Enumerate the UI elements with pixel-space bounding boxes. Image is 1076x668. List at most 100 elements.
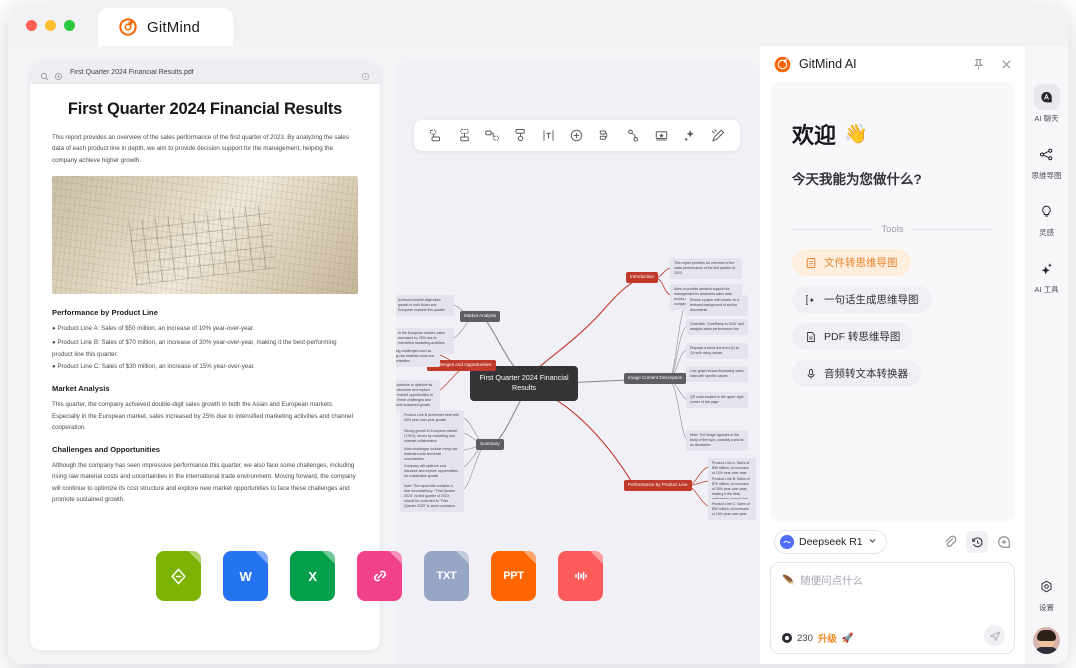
sidebar-label: AI 聊天	[1034, 114, 1059, 123]
bullet-text: Product Line B: Sales of $70 million, an…	[52, 338, 337, 358]
tool-button-file-to-mindmap[interactable]: 文件转思维导图	[792, 249, 911, 276]
document-to-mindmap-icon	[805, 257, 817, 269]
sidebar-label: 灵感	[1039, 228, 1054, 237]
mindmap-canvas[interactable]: First Quarter 2024 Financial Results Int…	[396, 62, 760, 664]
close-window-button[interactable]	[26, 20, 37, 31]
chat-input-placeholder: 🪶 随便问点什么	[782, 573, 1003, 588]
model-selector[interactable]: Deepseek R1	[774, 530, 887, 554]
history-clock-icon[interactable]	[966, 531, 988, 553]
close-icon[interactable]	[1000, 58, 1013, 71]
ai-sparkle-icon[interactable]	[682, 128, 697, 143]
insert-subtopic-icon[interactable]	[485, 128, 500, 143]
mindmap-leaf-node[interactable]: Line graph shows fluctuating sales data …	[686, 366, 748, 383]
page-title: First Quarter 2024 Financial Results	[67, 100, 343, 118]
mindmap-icon	[1039, 147, 1054, 162]
model-name: Deepseek R1	[799, 536, 863, 548]
mindmap-leaf-node[interactable]: Shows a paper with charts on a textured …	[686, 295, 748, 317]
upgrade-button[interactable]: 升级	[817, 634, 837, 645]
mindmap-root-node[interactable]: First Quarter 2024 Financial Results	[470, 366, 578, 401]
browser-tab-gitmind[interactable]: GitMind	[98, 8, 233, 46]
maximize-window-button[interactable]	[64, 20, 75, 31]
chat-input-area[interactable]: 🪶 随便问点什么 230 升级 🚀	[770, 562, 1015, 654]
mindmap-leaf-node[interactable]: Will continue to optimize its cost struc…	[396, 380, 440, 412]
mindmap-leaf-node[interactable]: Strong growth in European market (+25%),…	[400, 426, 464, 448]
mindmap-branch-image-content[interactable]: Image Content Description	[624, 373, 687, 384]
file-label: X	[308, 568, 317, 584]
mindmap-branch-introduction[interactable]: Introduction	[626, 272, 659, 283]
epub-file-icon[interactable]	[156, 551, 201, 601]
tool-button-text-to-mindmap[interactable]: 一句话生成思维导图	[792, 286, 932, 313]
tool-button-pdf-to-mindmap[interactable]: PDF 转思维导图	[792, 323, 914, 350]
more-options-icon[interactable]	[361, 68, 370, 81]
mindmap-leaf-node[interactable]: Company will optimize cost structure and…	[400, 461, 464, 483]
insert-relation-icon[interactable]	[513, 128, 528, 143]
ai-chat-icon	[1039, 90, 1054, 105]
ai-tools-sparkle-icon	[1039, 261, 1054, 276]
audio-to-text-icon	[805, 368, 817, 380]
mindmap-leaf-node[interactable]: Achieved double-digit sales growth in bo…	[396, 295, 454, 317]
settings-icon[interactable]	[54, 68, 63, 80]
welcome-text: 欢迎	[792, 123, 837, 148]
mindmap-leaf-node[interactable]: Product Line B performed best with 30% y…	[400, 410, 464, 427]
pin-icon[interactable]	[972, 58, 985, 71]
insert-text-icon[interactable]	[541, 128, 556, 143]
user-avatar[interactable]	[1033, 627, 1060, 654]
sidebar-label: AI 工具	[1034, 285, 1059, 294]
mindmap-branch-challenges[interactable]: Challenges and Opportunities	[427, 360, 496, 371]
summary-icon[interactable]	[598, 128, 613, 143]
mindmap-leaf-node[interactable]: Note: The report title contains a time i…	[400, 481, 464, 513]
mindmap-branch-market-analysis[interactable]: Market Analysis	[460, 311, 501, 322]
bullet-text: Product Line C: Sales of $30 million, an…	[57, 363, 256, 371]
txt-file-icon[interactable]: TXT	[424, 551, 469, 601]
send-message-button[interactable]	[984, 625, 1005, 646]
mindmap-branch-performance[interactable]: Performance by Product Line	[624, 480, 692, 491]
image-node-icon[interactable]	[654, 128, 669, 143]
minimize-window-button[interactable]	[45, 20, 56, 31]
tool-button-audio-to-text[interactable]: 音频转文本转换器	[792, 360, 921, 387]
ai-panel-title: GitMind AI	[799, 57, 857, 71]
document-content: First Quarter 2024 Financial Results Thi…	[30, 84, 380, 650]
workspace: First Quarter 2024 Financial Results.pdf…	[8, 46, 1068, 664]
link-file-icon[interactable]	[357, 551, 402, 601]
mindmap-leaf-node[interactable]: Product Line C: Sales of $30 million, an…	[708, 499, 756, 521]
sidebar-item-settings[interactable]: 设置	[1033, 573, 1060, 613]
section-paragraph: Although the company has seen impressive…	[52, 461, 356, 503]
welcome-heading: 欢迎 👋	[792, 118, 993, 150]
excel-file-icon[interactable]: X	[290, 551, 335, 601]
mindmap-leaf-node[interactable]: Product Line A: Sales of $50 million, an…	[708, 458, 756, 480]
ppt-file-icon[interactable]: PPT	[491, 551, 536, 601]
word-file-icon[interactable]: W	[223, 551, 268, 601]
financial-chart-photo	[52, 176, 358, 295]
mindmap-leaf-node[interactable]: This report provides an overview of the …	[670, 258, 742, 280]
mindmap-leaf-node[interactable]: Displays a trend line from Q1 to Q4 with…	[686, 343, 748, 360]
sidebar-item-ai-chat[interactable]: AI 聊天	[1025, 84, 1068, 124]
section-heading: Market Analysis	[52, 384, 110, 394]
section-heading: Performance by Product Line	[52, 308, 158, 318]
formatting-brush-icon[interactable]	[710, 128, 725, 143]
sidebar-label: 思维导图	[1031, 171, 1062, 180]
relationship-line-icon[interactable]	[626, 128, 641, 143]
sidebar-bottom-group: 设置	[1033, 573, 1060, 664]
sidebar-item-inspiration[interactable]: 灵感	[1025, 198, 1068, 238]
paperclip-icon[interactable]	[943, 535, 957, 549]
new-chat-plus-icon[interactable]	[997, 535, 1011, 549]
insert-sibling-node-icon[interactable]	[429, 128, 444, 143]
mindmap-branch-summary[interactable]: Summary	[476, 439, 504, 450]
settings-icon-wrap	[1034, 573, 1060, 599]
tools-divider: Tools	[792, 224, 993, 235]
add-node-icon[interactable]	[569, 128, 584, 143]
sidebar-label: 设置	[1039, 603, 1054, 612]
audio-file-icon[interactable]	[558, 551, 603, 601]
mindmap-leaf-node[interactable]: Note: The image appears in the body of t…	[686, 430, 748, 452]
insert-child-node-icon[interactable]	[457, 128, 472, 143]
mindmap-leaf-node[interactable]: QR code located in the upper-right corne…	[686, 392, 748, 409]
mindmap-leaf-node[interactable]: Main challenges include rising raw mater…	[400, 444, 464, 466]
mindmap-leaf-node[interactable]: Facing challenges such as rising raw mat…	[396, 346, 440, 368]
mindmap-leaf-node[interactable]: Chart title: "LiveRamp in USA" and analy…	[686, 319, 748, 336]
ai-composer-footer: Deepseek R1	[760, 530, 1025, 664]
search-icon[interactable]	[40, 68, 49, 81]
sidebar-item-mindmap[interactable]: 思维导图	[1025, 141, 1068, 181]
sidebar-item-ai-tools[interactable]: AI 工具	[1025, 255, 1068, 295]
feather-icon: 🪶	[782, 575, 796, 587]
ai-sidebar-rail: AI 聊天 思维导图 灵感	[1025, 46, 1068, 664]
